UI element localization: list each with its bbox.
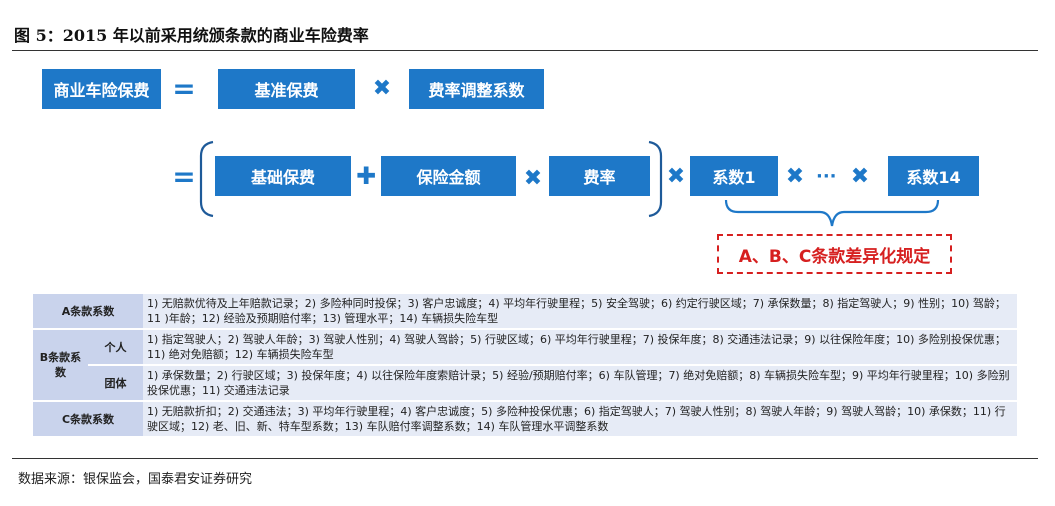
coefficient-brace: [724, 199, 940, 227]
top-rule: [12, 50, 1038, 51]
table-row-a: A条款系数 1) 无赔款优待及上年赔款记录；2) 多险种同时投保；3) 客户忠诚…: [33, 294, 1018, 330]
times-icon-5: ✖: [850, 164, 870, 189]
left-bracket: [199, 140, 214, 218]
plus-icon: ✚: [355, 162, 377, 190]
table-row-b-individual: B条款系数 个人 1) 指定驾驶人；2) 驾驶人年龄；3) 驾驶人性别；4) 驾…: [33, 329, 1018, 402]
coefficient-1-box: 系数1: [690, 156, 778, 196]
times-icon-1: ✖: [372, 76, 392, 101]
b-group-label: 团体: [88, 365, 144, 402]
ellipsis: ···: [816, 166, 837, 187]
insured-amount-box: 保险金额: [381, 156, 516, 196]
abc-difference-label: A、B、C条款差异化规定: [717, 234, 952, 274]
brace-path: [724, 199, 940, 227]
b-individual-text: 1) 指定驾驶人；2) 驾驶人年龄；3) 驾驶人性别；4) 驾驶人驾龄；5) 行…: [143, 329, 1018, 366]
table-row-b-group: 团体 1) 承保数量；2) 行驶区域；3) 投保年度；4) 以往保险年度索赔计录…: [33, 365, 1018, 402]
coefficient-14-box: 系数14: [888, 156, 979, 196]
premium-box: 商业车险保费: [42, 69, 161, 109]
a-clause-label: A条款系数: [33, 294, 144, 330]
bracket-group: [199, 140, 663, 218]
c-clause-label: C条款系数: [33, 401, 144, 438]
times-icon-2: ✖: [523, 166, 543, 191]
basic-premium-box: 基础保费: [215, 156, 351, 196]
times-icon-4: ✖: [785, 164, 805, 189]
c-clause-text: 1) 无赔款折扣；2) 交通违法；3) 平均年行驶里程；4) 客户忠诚度；5) …: [143, 401, 1018, 438]
rate-box: 费率: [549, 156, 650, 196]
right-bracket: [648, 140, 663, 218]
base-premium-box: 基准保费: [218, 69, 355, 109]
b-group-text: 1) 承保数量；2) 行驶区域；3) 投保年度；4) 以往保险年度索赔计录；5)…: [143, 365, 1018, 402]
source-note: 数据来源：银保监会，国泰君安证券研究: [18, 472, 253, 487]
b-individual-label: 个人: [88, 329, 144, 366]
a-clause-text: 1) 无赔款优待及上年赔款记录；2) 多险种同时投保；3) 客户忠诚度；4) 平…: [143, 294, 1018, 330]
figure-title: 图 5：2015 年以前采用统颁条款的商业车险费率: [14, 26, 369, 45]
equals-sign-1: =: [172, 72, 196, 105]
rate-adjustment-box: 费率调整系数: [409, 69, 544, 109]
coefficient-table: A条款系数 1) 无赔款优待及上年赔款记录；2) 多险种同时投保；3) 客户忠诚…: [33, 294, 1018, 438]
bottom-rule: [12, 458, 1038, 459]
table-row-c: C条款系数 1) 无赔款折扣；2) 交通违法；3) 平均年行驶里程；4) 客户忠…: [33, 401, 1018, 438]
b-clause-label: B条款系数: [33, 329, 88, 402]
times-icon-3: ✖: [666, 164, 686, 189]
equals-sign-2: =: [172, 160, 196, 193]
